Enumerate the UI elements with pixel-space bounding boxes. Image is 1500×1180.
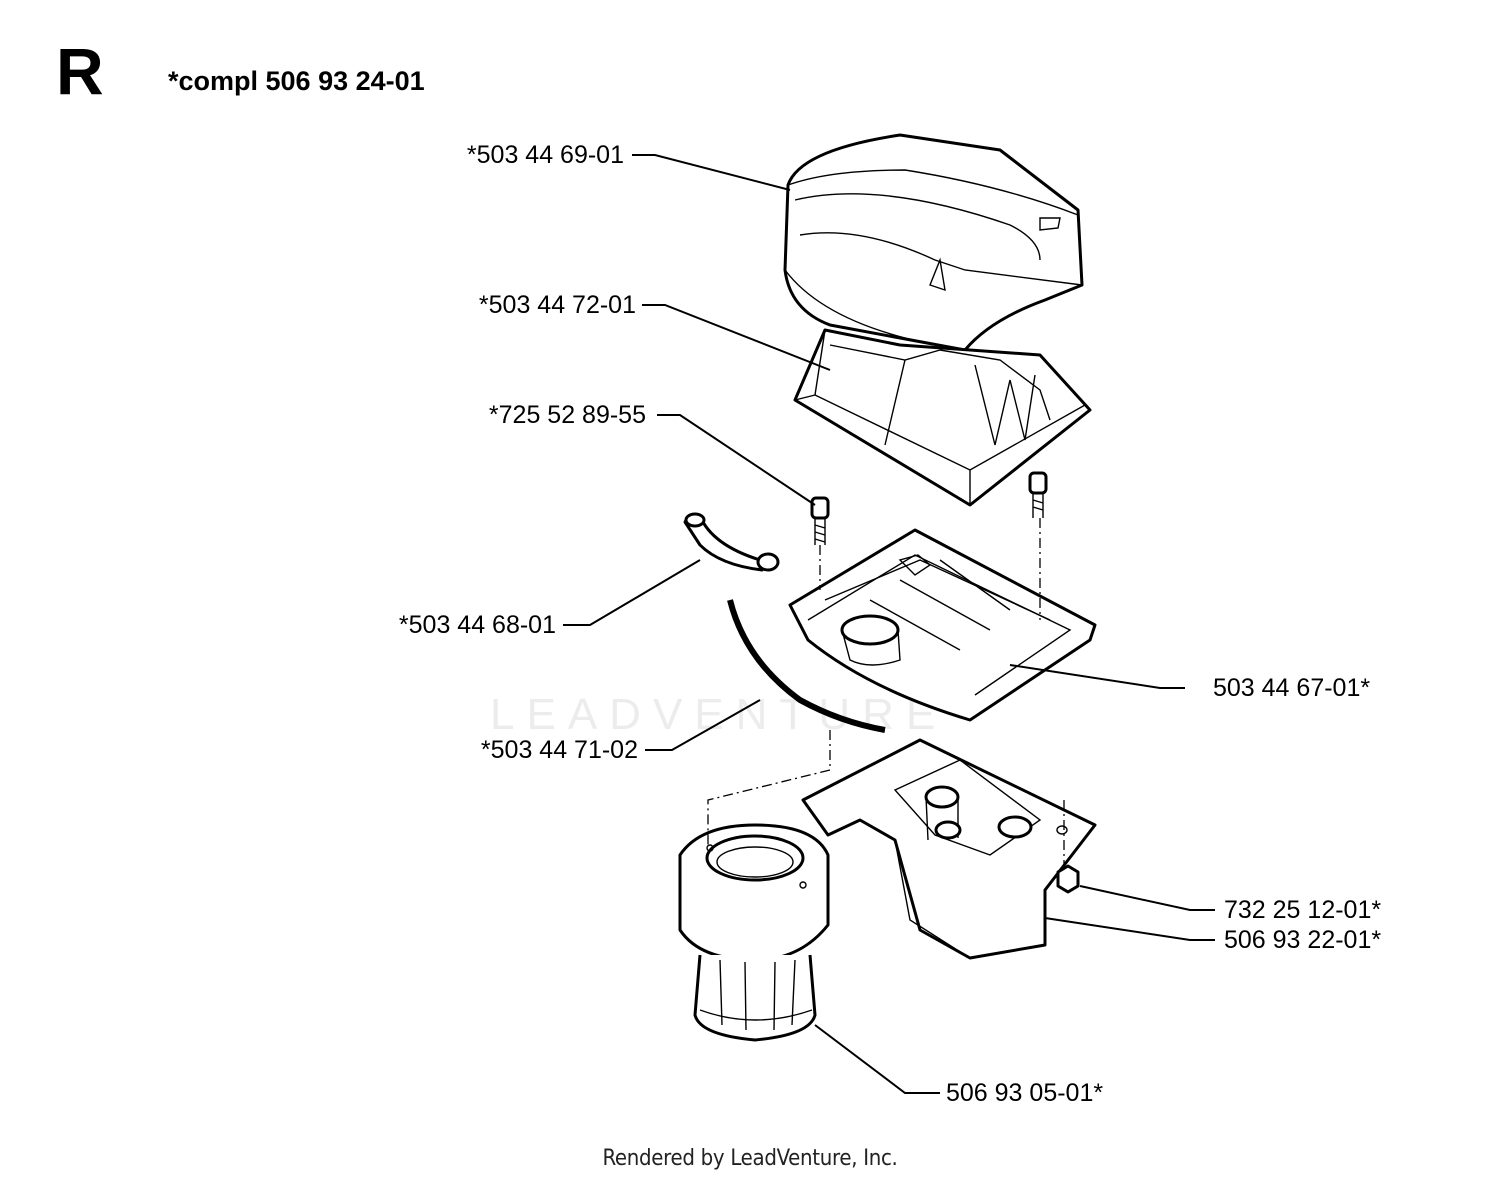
filter-holder-drawing	[788, 528, 1097, 722]
air-filter-cover-drawing	[783, 133, 1084, 352]
part-number-air-filter-cover[interactable]: *503 44 69-01	[466, 141, 624, 169]
part-number-screw[interactable]: *725 52 89-55	[488, 401, 646, 429]
seal-strip-drawing	[727, 599, 886, 733]
air-filter-drawing	[793, 328, 1092, 507]
part-number-clamp[interactable]: *503 44 68-01	[398, 611, 556, 639]
part-number-filter-holder[interactable]: 503 44 67-01*	[1213, 674, 1371, 702]
section-letter: R	[56, 34, 104, 108]
intake-adapter-drawing	[801, 738, 1097, 960]
footer-credit: Rendered by LeadVenture, Inc.	[602, 1146, 898, 1171]
part-number-rubber-boot[interactable]: 506 93 05-01*	[946, 1079, 1104, 1107]
clamp-drawing	[683, 512, 780, 572]
part-number-intake-adapter[interactable]: 506 93 22-01*	[1224, 926, 1382, 954]
screw-drawing	[810, 471, 1048, 545]
watermark: LEADVENTURE	[490, 690, 948, 739]
nut-drawing	[1056, 864, 1080, 894]
rubber-boot-drawing	[678, 823, 830, 1042]
part-number-seal-strip[interactable]: *503 44 71-02	[480, 736, 638, 764]
part-number-nut[interactable]: 732 25 12-01*	[1224, 896, 1382, 924]
assembly-number: *compl 506 93 24-01	[168, 66, 425, 96]
part-number-air-filter[interactable]: *503 44 72-01	[478, 291, 636, 319]
